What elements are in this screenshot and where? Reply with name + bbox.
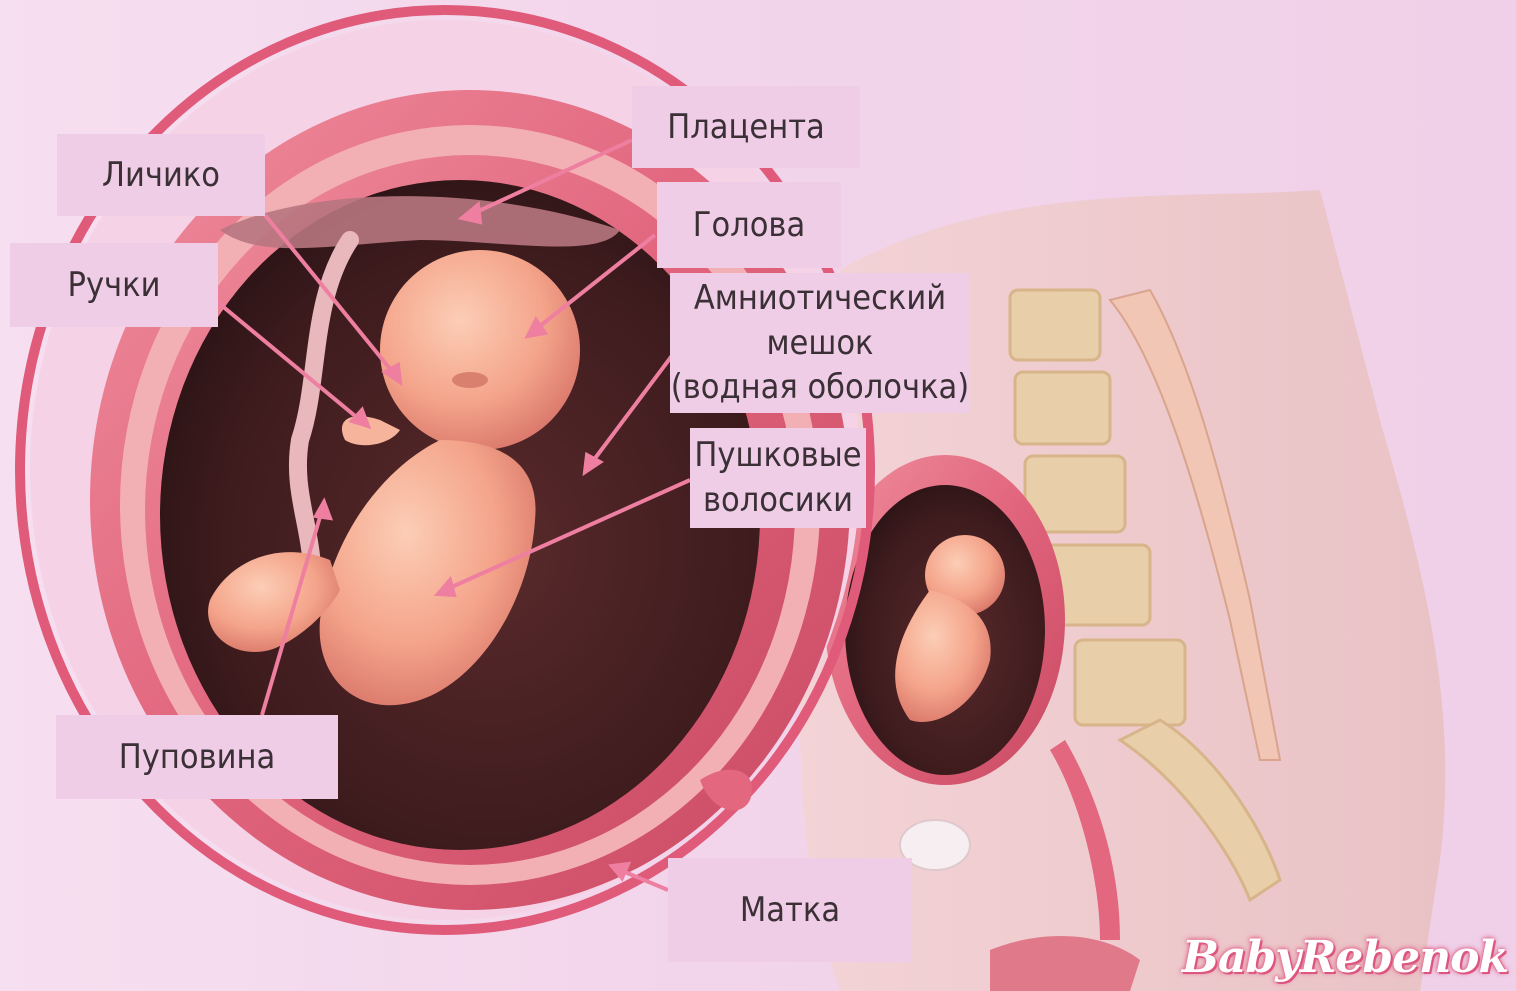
watermark-logo: BabyRebenok — [1182, 932, 1508, 983]
label-lanugo: Пушковые волосики — [690, 428, 866, 528]
label-umbilical-cord: Пуповина — [56, 715, 338, 799]
label-head: Голова — [657, 182, 841, 268]
label-placenta: Плацента — [632, 86, 860, 168]
label-face: Личико — [57, 134, 265, 216]
label-hands: Ручки — [10, 243, 218, 327]
label-amniotic-sac: Амниотический мешок (водная оболочка) — [670, 273, 970, 413]
label-uterus: Матка — [668, 858, 912, 962]
